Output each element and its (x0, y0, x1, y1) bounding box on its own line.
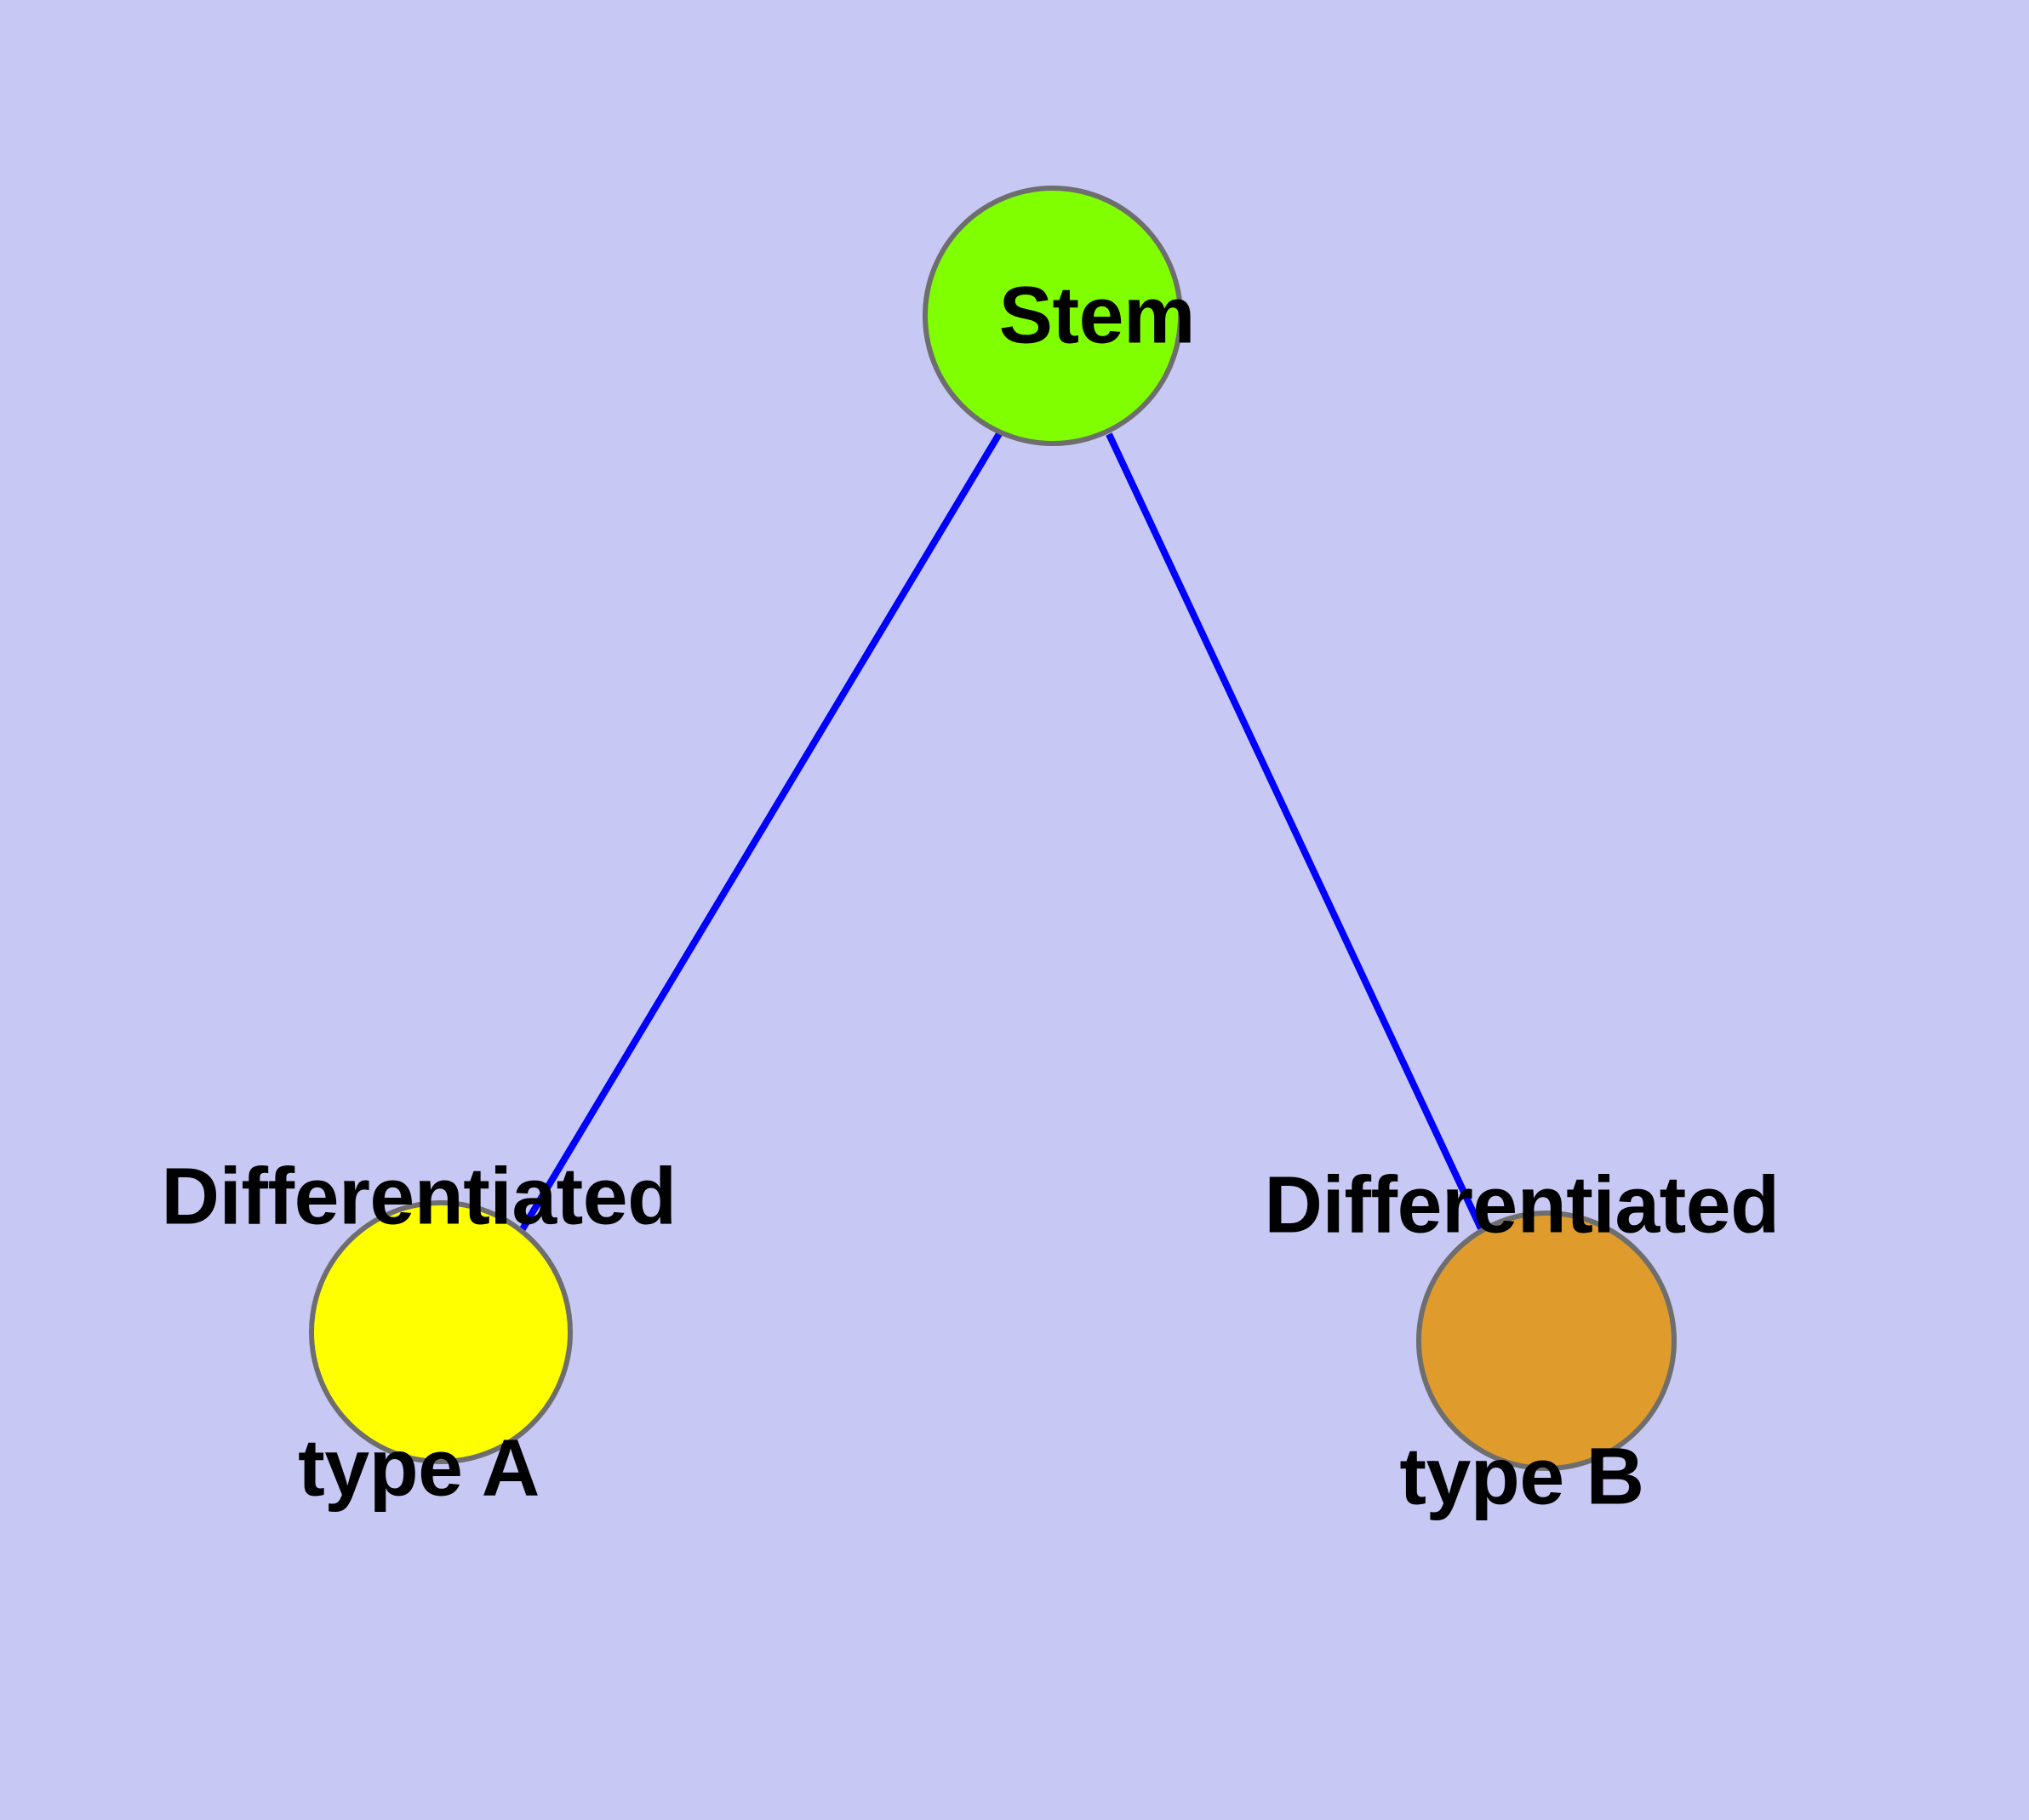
edge-layer (517, 430, 1484, 1234)
node-differentiated-type-b[interactable] (1416, 1210, 1677, 1471)
edge-stem-to-differentiated-type-a[interactable] (517, 430, 1003, 1234)
edge-stem-to-differentiated-type-b[interactable] (1106, 432, 1484, 1230)
node-differentiated-type-a[interactable] (309, 1200, 573, 1464)
node-layer (309, 186, 1677, 1471)
node-stem[interactable] (923, 186, 1183, 446)
